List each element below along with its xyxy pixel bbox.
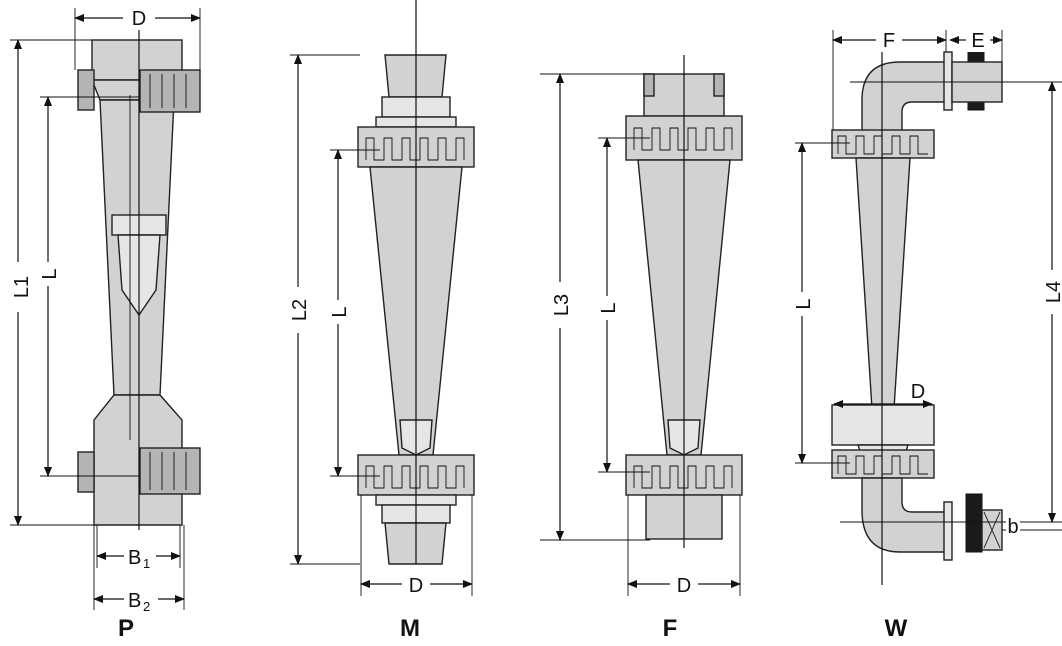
p-meter-body: [77, 8, 201, 530]
f-union-teeth: [633, 127, 733, 489]
f-dim-d: D: [677, 575, 691, 597]
view-w: F E L D L4 b W: [792, 28, 1062, 642]
w-dim-l4: L4: [1043, 281, 1062, 303]
w-dim-e: E: [971, 30, 984, 52]
p-dim-b2: B: [128, 590, 141, 612]
w-labels: F E L D L4 b W: [792, 28, 1062, 642]
view-m: L2 L D M: [286, 0, 475, 642]
w-dim-d: D: [911, 381, 925, 403]
view-p: D L1 L B 1 B 2 P: [6, 6, 201, 642]
p-labels: D L1 L B 1 B 2 P: [6, 6, 158, 642]
view-f: L3 L D F: [540, 55, 743, 642]
m-union-teeth: [365, 137, 465, 489]
w-dim-l: L: [793, 298, 815, 309]
m-dim-l2: L2: [289, 299, 311, 321]
m-dim-d: D: [409, 575, 423, 597]
w-union-teeth: [837, 135, 928, 475]
w-view-title: W: [885, 615, 908, 641]
w-dim-b: b: [1007, 516, 1018, 538]
w-meter-body: [831, 40, 1003, 585]
p-dim-d: D: [132, 8, 146, 30]
m-labels: L2 L D M: [286, 287, 430, 642]
m-dim-l: L: [329, 306, 351, 317]
p-dim-b1-sub: 1: [143, 556, 150, 571]
f-meter-body: [625, 55, 743, 548]
p-dim-l: L: [39, 268, 61, 279]
f-dim-l: L: [598, 302, 620, 313]
m-view-title: M: [400, 615, 420, 641]
p-dim-l1: L1: [11, 276, 33, 298]
p-view-title: P: [118, 615, 134, 641]
p-dim-b2-sub: 2: [143, 599, 150, 614]
w-dim-f: F: [883, 30, 895, 52]
f-dim-l3: L3: [551, 294, 573, 316]
f-view-title: F: [663, 615, 678, 641]
f-labels: L3 L D F: [548, 282, 698, 642]
p-dim-b1: B: [128, 547, 141, 569]
m-meter-body: [357, 0, 475, 565]
